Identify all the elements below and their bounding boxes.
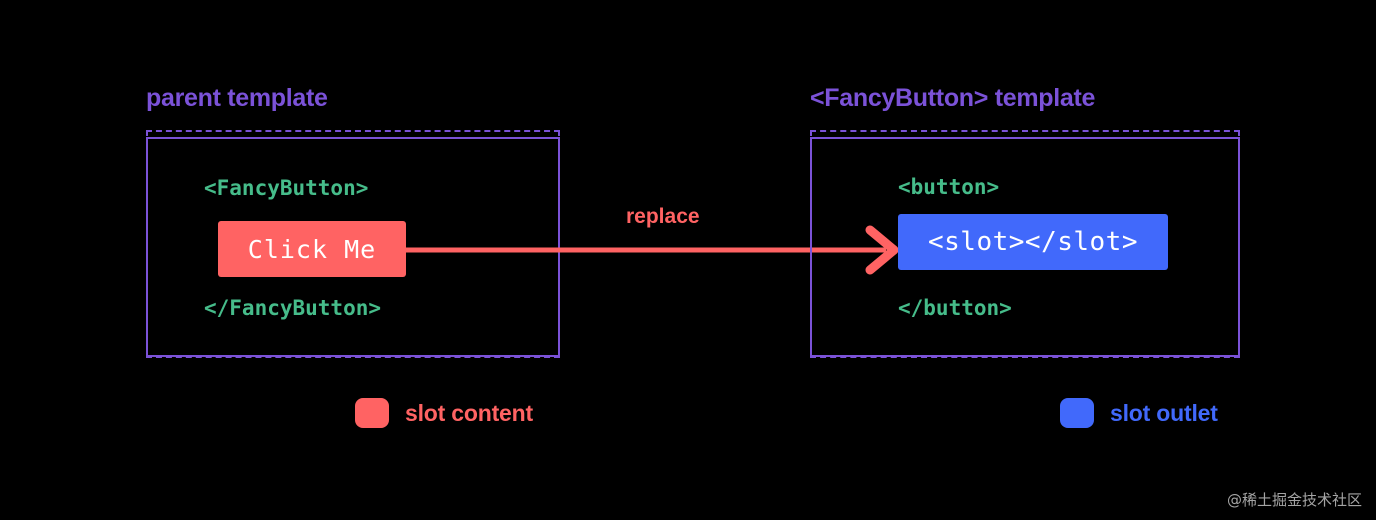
slot-outlet-chip: <slot></slot> bbox=[898, 214, 1168, 270]
fancy-button-template-panel bbox=[810, 137, 1240, 357]
legend-item-slot-content: slot content bbox=[355, 398, 533, 428]
watermark: @稀土掘金技术社区 bbox=[1226, 491, 1362, 509]
fancy-button-close-tag: </FancyButton> bbox=[204, 296, 382, 320]
replace-arrow-label: replace bbox=[626, 205, 700, 228]
rounded-square-swatch-icon bbox=[1060, 398, 1094, 428]
legend-item-label: slot content bbox=[405, 399, 533, 426]
button-close-tag: </button> bbox=[898, 296, 1012, 320]
parent-template-panel bbox=[146, 137, 560, 357]
button-open-tag: <button> bbox=[898, 175, 1000, 199]
legend-item-label: slot outlet bbox=[1110, 399, 1218, 426]
rounded-square-swatch-icon bbox=[355, 398, 389, 428]
replace-arrow-icon bbox=[400, 225, 899, 275]
fancy-button-template-title: <FancyButton> template bbox=[810, 84, 1096, 112]
slot-content-click-me-button[interactable]: Click Me bbox=[218, 221, 406, 277]
fancy-button-open-tag: <FancyButton> bbox=[204, 176, 369, 200]
legend-item-slot-outlet: slot outlet bbox=[1060, 398, 1218, 428]
parent-template-title: parent template bbox=[146, 84, 328, 112]
